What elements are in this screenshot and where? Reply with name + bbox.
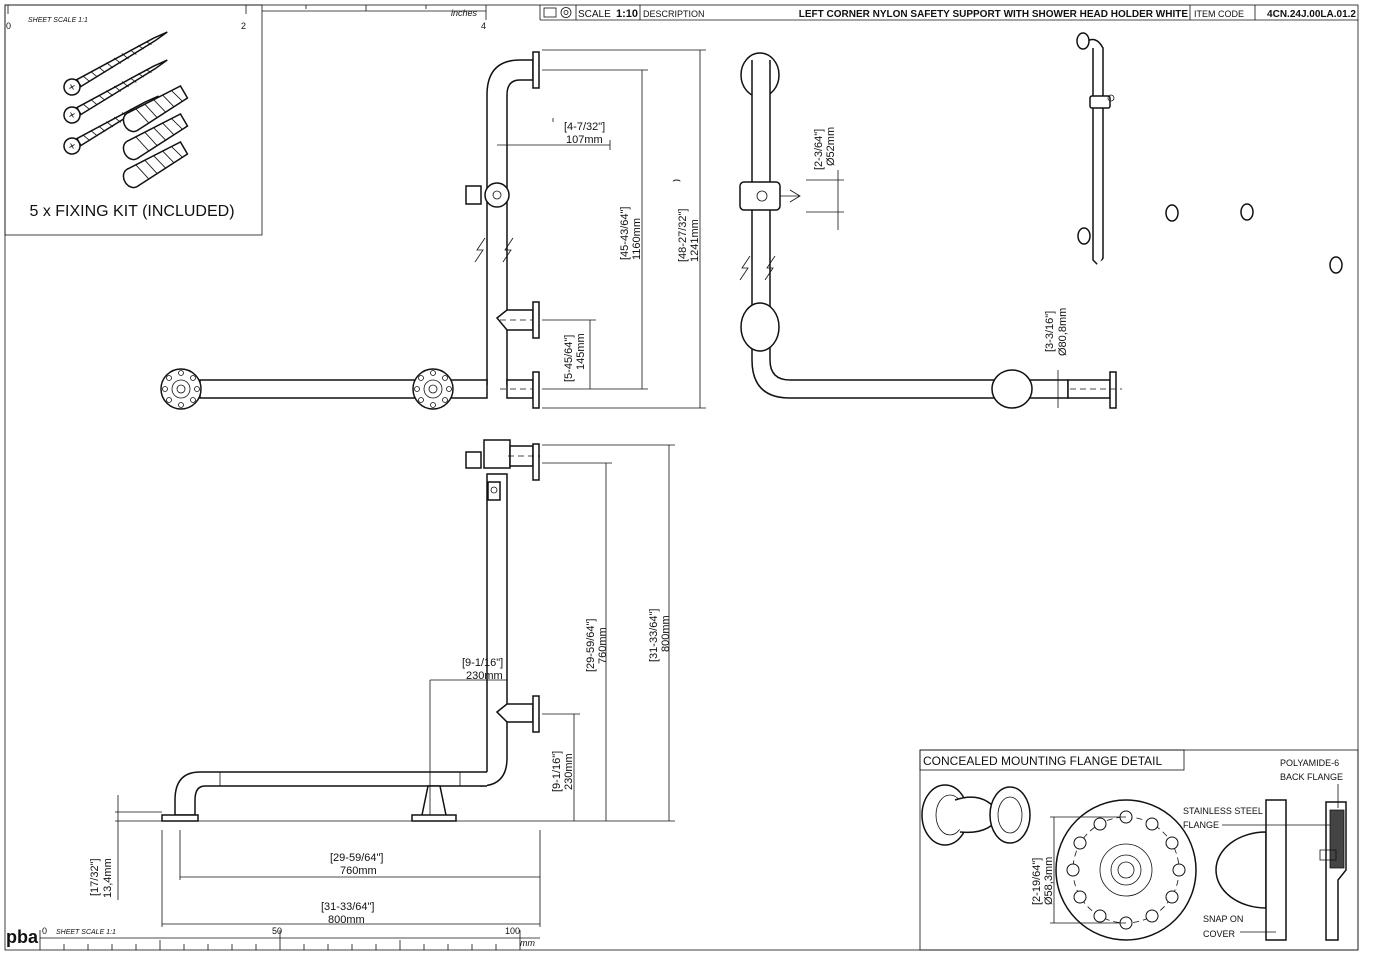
mm-tick-100: 100 (505, 926, 520, 936)
plan-dim-2-in: [29-59/64"] (585, 619, 597, 672)
front-dim-2-in: [45-43/64"] (619, 207, 631, 260)
front-view: [4-7/32"] 107mm [45-43/64"] 1160mm [48-2… (160, 49, 706, 410)
scale-label: SCALE (578, 9, 611, 20)
plan-dim-2-mm: 760mm (597, 627, 609, 664)
front-dim-3-paren-open: ⌢ (672, 171, 681, 187)
iso-shower-holder-icon (1089, 94, 1115, 109)
flange-bolt-holes-detail (1066, 810, 1186, 930)
flange-3d-icon (921, 784, 1031, 846)
front-dim-1-mm: 107mm (566, 134, 603, 146)
side-shower-holder-icon (739, 181, 801, 211)
steel-label-line2: FLANGE (1183, 820, 1219, 830)
mm-ruler-label: mm (520, 938, 535, 948)
description-text: LEFT CORNER NYLON SAFETY SUPPORT WITH SH… (799, 9, 1189, 20)
plan-dim-7-in: [17/32"] (89, 858, 101, 896)
plan-dim-5-mm: 760mm (340, 865, 377, 877)
inch-tick-4: 4 (481, 21, 486, 31)
front-dim-1-in: [4-7/32"] (564, 121, 605, 133)
cover-label-line1: SNAP ON (1203, 914, 1243, 924)
plan-dim-3-in: [31-33/64"] (648, 609, 660, 662)
front-dim-2-mm: 1160mm (631, 218, 643, 260)
plan-dim-3-mm: 800mm (660, 615, 672, 652)
wall-plug-icon (122, 84, 189, 189)
plan-shower-holder-icon (465, 451, 501, 501)
flange-front-icon (1055, 799, 1197, 941)
flange-detail-panel: CONCEALED MOUNTING FLANGE DETAIL [2-19/6… (919, 749, 1359, 951)
cover-label-line2: COVER (1203, 929, 1236, 939)
flange-detail-title: CONCEALED MOUNTING FLANGE DETAIL (923, 754, 1162, 768)
plan-dim-4-mm: 230mm (563, 753, 575, 790)
plan-dim-7-mm: 13,4mm (102, 858, 114, 898)
plan-dim-1-in: [9-1/16"] (462, 657, 503, 669)
plan-dim-4-in: [9-1/16"] (551, 751, 563, 792)
inch-ruler: 0 2 4 inches SHEET SCALE 1:1 (6, 5, 487, 31)
side-dim-2-in: [3-3/16"] (1044, 311, 1056, 352)
description-label: DESCRIPTION (643, 9, 705, 19)
front-dim-3-in: [48-27/32"] (677, 209, 689, 262)
fixing-kit-panel: 5 x FIXING KIT (INCLUDED) (4, 4, 263, 236)
side-dim-2-mm: Ø80,8mm (1057, 308, 1069, 356)
front-dimension-lines (497, 49, 706, 409)
front-dim-4-mm: 145mm (575, 333, 587, 370)
side-dim-1-in: [2-3/64"] (813, 129, 825, 170)
shower-holder-icon (465, 182, 510, 208)
mm-tick-50: 50 (272, 926, 282, 936)
plan-dim-6-mm: 800mm (328, 914, 365, 926)
flange-dia-mm: Ø58,3mm (1043, 857, 1055, 905)
flange-dia-in: [2-19/64"] (1031, 858, 1043, 905)
sheet-border (4, 4, 1359, 951)
front-dim-4-in: [5-45/64"] (563, 335, 575, 382)
side-view: [2-3/64"] Ø52mm [3-3/16"] Ø80,8mm (739, 52, 1122, 409)
item-code: 4CN.24J.00LA.01.2 (1267, 9, 1356, 20)
isometric-view (1076, 32, 1343, 274)
steel-label-line1: STAINLESS STEEL (1183, 806, 1263, 816)
plan-dim-1-mm: 230mm (466, 670, 503, 682)
title-block: SCALE 1:10 DESCRIPTION LEFT CORNER NYLON… (539, 5, 1358, 21)
polyamide-label-line1: POLYAMIDE-6 (1280, 758, 1339, 768)
plan-dim-5-in: [29-59/64"] (330, 852, 383, 864)
projection-symbol-icon (543, 7, 572, 18)
side-dim-1-mm: Ø52mm (825, 127, 837, 166)
mm-tick-0: 0 (42, 926, 47, 936)
sheet-scale-bottom: SHEET SCALE 1:1 (56, 929, 116, 936)
plan-dimension-lines (117, 444, 675, 927)
plan-view: [9-1/16"] 230mm [29-59/64"] 760mm [31-33… (89, 439, 675, 927)
plan-dim-6-in: [31-33/64"] (321, 901, 374, 913)
flange-section-icon (1215, 799, 1347, 941)
mm-ruler: 0 50 100 mm SHEET SCALE 1:1 pba (6, 926, 540, 950)
item-code-label: ITEM CODE (1194, 9, 1244, 19)
fixing-kit-caption: 5 x FIXING KIT (INCLUDED) (29, 203, 234, 220)
front-dim-3-mm: 1241mm (689, 219, 701, 262)
sheet-scale-top: SHEET SCALE 1:1 (28, 17, 88, 24)
scale-value: 1:10 (616, 8, 638, 20)
polyamide-label-line2: BACK FLANGE (1280, 772, 1343, 782)
inch-tick-2: 2 (241, 21, 246, 31)
flange-bolt-holes (162, 370, 452, 408)
inch-ruler-label: inches (451, 8, 478, 18)
inch-tick-0: 0 (6, 21, 11, 31)
pba-logo: pba (6, 927, 39, 947)
